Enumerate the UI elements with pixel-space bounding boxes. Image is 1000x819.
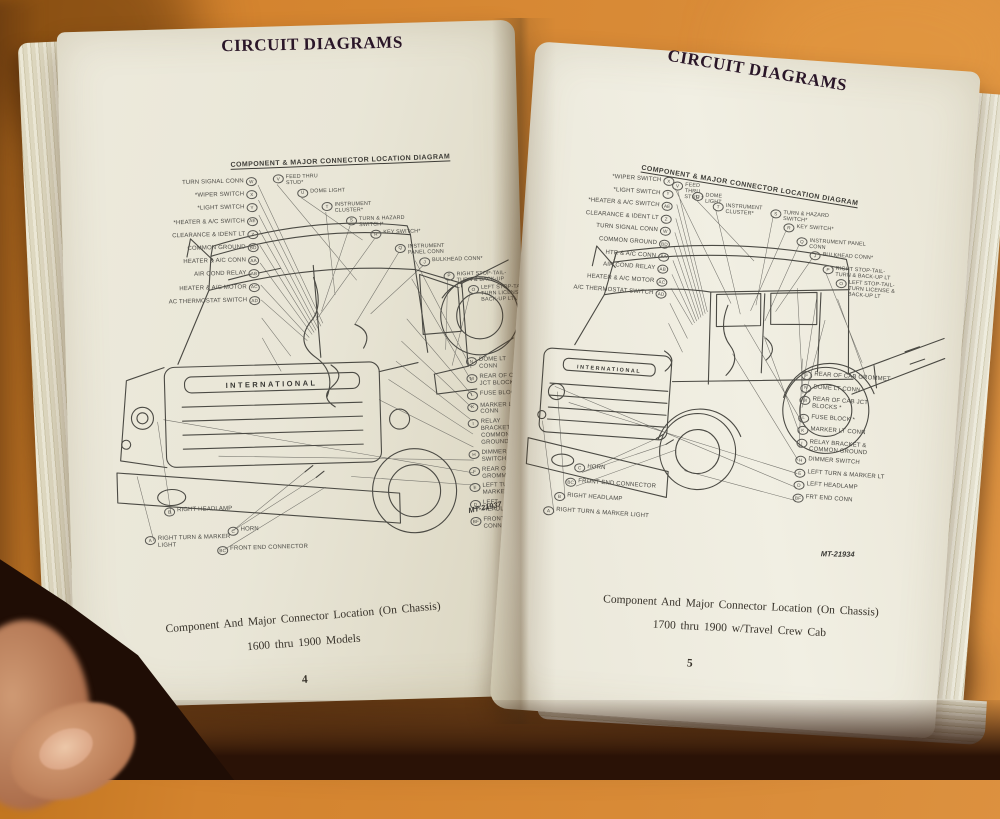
callout-text: KEY SWITCH* [383, 228, 421, 236]
callout-text: BULKHEAD CONN* [432, 255, 483, 264]
callout-letter-badge: I [467, 419, 479, 429]
callout-letter-badge: A [144, 535, 156, 546]
callout-text: LEFT TURN & MARKER LT [807, 468, 885, 481]
callout-letter-badge: R [370, 229, 382, 239]
callout-letter-badge: O [467, 284, 480, 295]
callout-text: INSTRUMENT PANEL CONN [407, 242, 445, 256]
callout-letter-badge: F [800, 370, 813, 381]
callout-letter-badge: R [783, 222, 795, 233]
callout-letter-badge: BC [217, 545, 229, 556]
callout-letter-badge: E [469, 483, 481, 493]
callout-letter-badge: K [467, 402, 479, 412]
callout-letter-badge: V [272, 174, 284, 184]
truck-brand-text: INTERNATIONAL [577, 364, 642, 374]
callout-text: TURN & HAZARD SWITCH* [358, 214, 405, 228]
callout-text: HORN [587, 463, 606, 472]
callout-letter-badge: BF [470, 516, 482, 527]
callout-horn: C HORN [226, 525, 286, 536]
truck-line-art [525, 244, 946, 499]
callout-letter-badge: O [835, 278, 847, 289]
callout-letter-badge: B [553, 491, 566, 502]
figure-id: MT-21934 [820, 549, 855, 559]
callout-text: DOME LT CONN [813, 384, 861, 394]
callout-letter-badge: H [468, 449, 480, 460]
callout-text: DOME LIGHT [310, 187, 346, 195]
callout-text: FEED THRU STUD* [285, 173, 318, 187]
callout-letter-badge: J [419, 257, 431, 267]
callout-letter-badge: A [542, 505, 555, 516]
callout-letter-badge: F [468, 466, 481, 476]
right-page: INTERNATIONAL CIRCUIT DIAGRAMS COMPONENT… [489, 41, 981, 739]
callout-letter-badge: P [443, 271, 455, 281]
callout-text: MARKER LT CONN [810, 426, 866, 437]
callout-letter-badge: C [573, 462, 586, 473]
leader-lines [542, 188, 867, 513]
callout-text: FRT END CONN [805, 494, 853, 504]
callout-letter-badge: E [794, 468, 806, 478]
callout-letter-badge: T [321, 201, 333, 212]
callout-letter-badge: N [465, 356, 478, 367]
callout-text: INSTRUMENT CLUSTER* [334, 200, 372, 215]
callout-letter-badge: C [227, 526, 239, 536]
left-page: INTERNATIONAL CIRCUIT DIAGRAMS COMPONENT… [56, 19, 534, 709]
truck-brand-text: INTERNATIONAL [226, 378, 318, 390]
callout-letter-badge: P [822, 264, 834, 275]
callout-text: REAR OF CAB JCT BLOCKS * [811, 396, 869, 412]
callout-letter-badge: S [770, 209, 782, 219]
callout-letter-badge: Q [394, 243, 406, 253]
callout-text: FRONT END CONNECTOR [230, 543, 309, 552]
callout-letter-badge: J [809, 250, 821, 261]
callout-letter-badge: L [466, 390, 479, 400]
callout-letter-badge: B [163, 507, 176, 517]
truck-diagram-right: INTERNATIONAL [525, 188, 946, 513]
callout-text: KEY SWITCH* [796, 223, 834, 233]
callout-letter-badge: H [794, 455, 807, 466]
callout-text: HORN [240, 526, 259, 533]
callout-letter-badge: BF [792, 493, 804, 503]
callout-letter-badge: M [466, 373, 478, 383]
callout-letter-badge: K [797, 425, 809, 436]
callout-letter-badge: D [793, 480, 805, 491]
callout-letter-badge: U [297, 188, 309, 198]
callout-letter-badge: M [799, 395, 811, 406]
callout-letter-badge: L [797, 413, 810, 423]
callout-text: RIGHT HEADLAMP [176, 505, 233, 514]
callout-letter-badge: I [796, 438, 808, 448]
callout-letter-badge: BC [564, 477, 577, 488]
callout-letter-badge: N [800, 383, 812, 393]
callout-text: DIMMER SWITCH [808, 456, 861, 467]
callout-text: LEFT HEADLAMP [806, 481, 858, 492]
callout-letter-badge: S [345, 215, 358, 226]
callout-text: FUSE BLOCK * [811, 413, 856, 423]
callout-letter-badge: Q [796, 236, 808, 247]
callout-text: LEFT STOP-TAIL-TURN LICENSE & BACK-UP LT [847, 279, 896, 301]
callout-text: RELAY BRACKET & COMMON GROUND [808, 439, 868, 457]
